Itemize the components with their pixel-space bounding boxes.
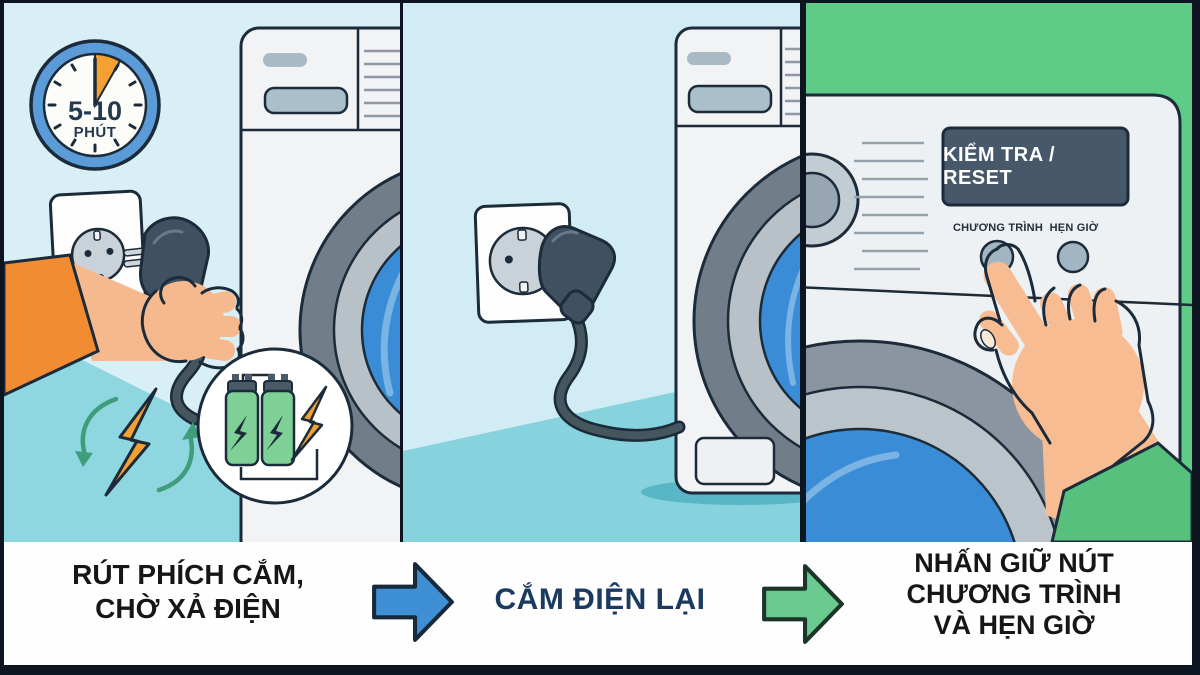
illustration-row: 5-10 PHÚT [4, 3, 1192, 542]
step-2-panel [403, 3, 800, 542]
machine-indicator-pill [687, 52, 731, 65]
battery-icon [224, 374, 260, 467]
vent-grille [364, 49, 400, 118]
caption-line: NHẤN GIỮ NÚT [914, 548, 1114, 578]
discharge-lightning-icon [104, 387, 158, 497]
hand-unplugging [4, 253, 245, 397]
battery-icon [260, 374, 296, 467]
step-3-illustration [806, 3, 1192, 542]
lightning-bolt-icon [290, 385, 328, 462]
machine-door [692, 155, 800, 487]
caption-line: CHỜ XẢ ĐIỆN [95, 593, 281, 624]
green-sleeve [1050, 441, 1192, 542]
machine-indicator-pill [263, 53, 307, 67]
power-cord [553, 308, 686, 442]
step-3-panel: KIỂM TRA / RESET CHƯƠNG TRÌNH HẸN GIỜ [806, 3, 1192, 542]
step-1-illustration [4, 3, 400, 542]
arrow-right-icon [372, 562, 454, 642]
caption-band: RÚT PHÍCH CẮM, CHỜ XẢ ĐIỆN CẮM ĐIỆN LẠI … [4, 542, 1192, 665]
orange-sleeve [4, 253, 100, 397]
washing-machine [674, 26, 800, 495]
power-plug [537, 225, 616, 325]
step-1-caption: RÚT PHÍCH CẮM, CHỜ XẢ ĐIỆN [18, 558, 358, 626]
step-2-illustration [403, 3, 800, 542]
caption-line: RÚT PHÍCH CẮM, [72, 559, 304, 590]
step-2-caption: CẮM ĐIỆN LẠI [450, 582, 750, 618]
caption-line: CHƯƠNG TRÌNH [906, 579, 1122, 609]
thumbnail [980, 329, 996, 349]
timer-button [1056, 240, 1090, 274]
panel-divider [400, 3, 403, 542]
arrow-right-icon [762, 564, 844, 644]
capacitor-discharge-inset [196, 347, 354, 505]
step-1-panel: 5-10 PHÚT [4, 3, 400, 542]
detergent-drawer [687, 84, 773, 114]
panel-grille [854, 141, 928, 271]
machine-door [806, 339, 1107, 542]
discharge-arrows-icon [75, 396, 200, 493]
control-display [941, 126, 1130, 207]
clock-icon [29, 39, 161, 171]
step-3-caption: NHẤN GIỮ NÚT CHƯƠNG TRÌNH VÀ HẸN GIỜ [860, 548, 1168, 641]
detergent-drawer [263, 86, 349, 115]
caption-line: CẮM ĐIỆN LẠI [494, 583, 706, 616]
filter-door [694, 436, 776, 486]
caption-line: VÀ HẸN GIỜ [933, 610, 1095, 640]
clock-wedge [94, 52, 122, 109]
hand-pressing-button [973, 243, 1192, 542]
panel-divider [800, 3, 806, 542]
vent-grille [785, 47, 800, 116]
